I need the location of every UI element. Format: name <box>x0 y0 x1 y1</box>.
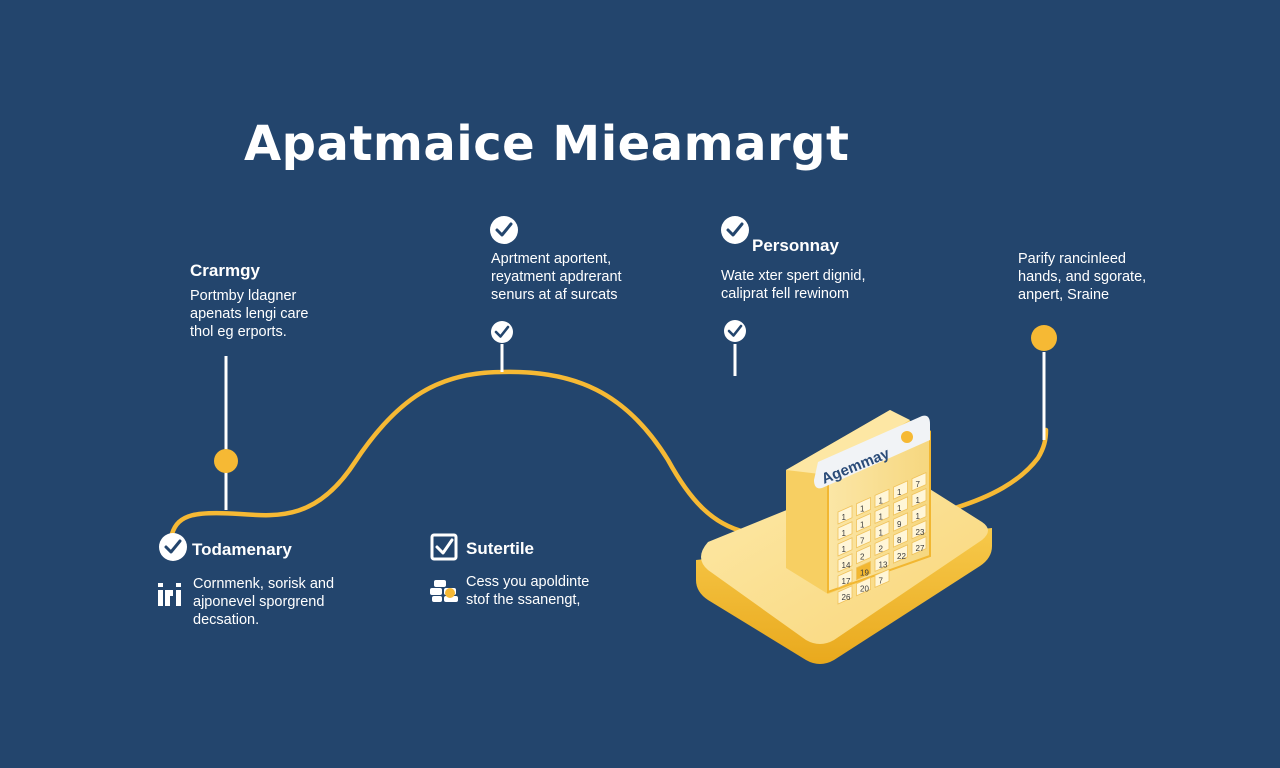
calendar-day-number: 1 <box>860 505 865 514</box>
calendar-day-cell <box>911 487 927 508</box>
calendar-day-number: 1 <box>897 488 902 497</box>
calendar-day-number: 1 <box>879 496 884 505</box>
calendar-day-cell <box>837 505 853 525</box>
calendar-day-number: 2 <box>879 544 884 553</box>
check-circle-icon <box>159 533 187 561</box>
stage-6-heading: Sutertile <box>466 539 535 558</box>
calendar-day-number: 20 <box>860 585 869 594</box>
node-dot-4 <box>1031 325 1057 351</box>
calendar-day-number: 1 <box>897 504 902 513</box>
calendar-day-cell <box>874 552 890 573</box>
calendar-day-cell <box>893 544 908 564</box>
calendar-day-number: 27 <box>916 544 925 553</box>
calendar-day-cell <box>893 512 908 532</box>
calendar-day-number: 1 <box>879 528 884 537</box>
check-circle-icon <box>490 216 518 244</box>
calendar-day-number: 22 <box>897 552 906 561</box>
check-circle-icon <box>721 216 749 244</box>
calendar-day-cell <box>856 512 871 533</box>
calendar-platform: Agemmay 11117111111719114228231719132227… <box>696 410 992 664</box>
calendar-day-number: 1 <box>879 512 884 521</box>
stage-6-description: Cess you apoldinte stof the ssanengt, <box>466 574 590 608</box>
calendar-day-number: 23 <box>916 528 925 537</box>
calendar-day-cell <box>856 576 871 597</box>
calendar-day-cell <box>893 528 908 548</box>
calendar-day-cell <box>837 537 853 557</box>
calendar-day-cell <box>837 521 853 541</box>
calendar-day-number: 7 <box>860 537 865 546</box>
calendar-day-number: 26 <box>842 593 851 602</box>
timeline-curve <box>169 369 748 537</box>
calendar-day-number: 1 <box>916 512 921 521</box>
calendar-day-number: 14 <box>842 561 851 570</box>
calendar-day-cell <box>856 544 871 565</box>
calendar-day-cell <box>911 535 927 556</box>
stage-5-heading: Todamenary <box>192 540 292 559</box>
calendar-day-cell <box>874 536 890 557</box>
calendar-day-cell <box>874 504 890 525</box>
calendar-day-number: 7 <box>879 576 884 585</box>
stage-1-description: Portmby ldagner apenats lengi care thol … <box>190 288 309 340</box>
calendar-day-number: 17 <box>842 577 851 586</box>
calendar-day-cell <box>856 496 871 517</box>
check-circle-icon <box>724 320 746 342</box>
check-circle-icon <box>491 321 513 343</box>
calendar-day-cell <box>893 496 908 516</box>
stage-3-description: Wate xter spert dignid, caliprat fell re… <box>721 268 866 302</box>
calendar-day-cell <box>874 568 890 589</box>
calendar-day-cell <box>893 480 908 500</box>
calendar-day-cell <box>837 553 853 573</box>
calendar-day-number: 2 <box>860 553 865 562</box>
calendar-day-number: 19 <box>860 569 869 578</box>
calendar-day-number: 1 <box>842 529 847 538</box>
calendar-day-cell <box>837 569 853 589</box>
calendar-day-cell <box>856 528 871 549</box>
calendar-day-cell <box>874 520 890 541</box>
node-dot-1 <box>214 449 238 473</box>
calendar-day-cell <box>856 560 871 581</box>
stage-2-description: Aprtment aportent, reyatment apdrerant s… <box>491 251 622 303</box>
calendar-day-cell <box>911 471 927 492</box>
stage-4-description: Parify rancinleed hands, and sgorate, an… <box>1018 251 1147 303</box>
calendar-day-cell <box>911 503 927 524</box>
stage-1-heading: Crarmgy <box>190 261 260 280</box>
calendar-day-number: 1 <box>916 496 921 505</box>
page-title: Apatmaice Mieamargt <box>244 116 850 172</box>
calendar-day-number: 8 <box>897 536 902 545</box>
calendar-day-number: 1 <box>860 521 865 530</box>
calendar-day-cell <box>874 488 890 509</box>
timeline-curve-end <box>952 427 1049 511</box>
calendar-day-cell <box>911 519 927 540</box>
stage-5-description: Cornmenk, sorisk and ajponevel sporgrend… <box>193 576 335 628</box>
calendar-day-number: 7 <box>916 480 921 489</box>
calendar-day-cell <box>837 585 853 605</box>
calendar-day-number: 13 <box>879 560 888 569</box>
calendar-day-number: 9 <box>897 520 902 529</box>
calendar-day-number: 1 <box>842 513 847 522</box>
stage-3-heading: Personnay <box>752 236 839 255</box>
checkbox-icon <box>430 533 458 561</box>
calendar-day-number: 1 <box>842 545 847 554</box>
building-icon <box>158 583 181 606</box>
coins-icon <box>430 580 458 602</box>
